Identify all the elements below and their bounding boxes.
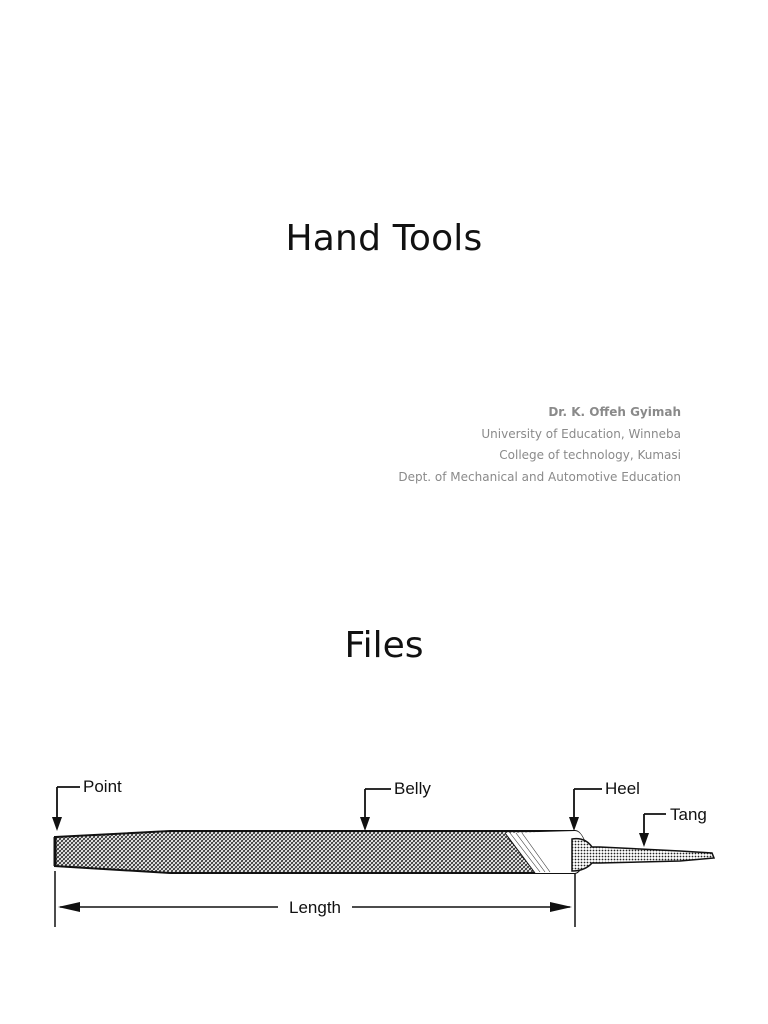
author-affiliation-1: University of Education, Winneba [481,426,681,441]
file-parts-diagram: Point Belly Heel Tang [52,777,716,927]
author-name: Dr. K. Offeh Gyimah [548,405,681,419]
heel-callout: Heel [569,779,640,831]
file-blade [53,830,590,874]
label-heel: Heel [605,779,640,798]
length-dimension: Length [54,871,576,927]
file-tang [571,837,716,872]
belly-callout: Belly [360,779,431,831]
point-callout: Point [52,777,122,831]
slide-files-heading: Files [344,625,424,666]
label-belly: Belly [394,779,431,798]
author-block: Dr. K. Offeh Gyimah University of Educat… [398,402,681,488]
label-point: Point [83,777,122,796]
slide-title-heading: Hand Tools [285,218,483,259]
label-tang: Tang [670,805,707,824]
slide-title: Hand Tools Dr. K. Offeh Gyimah Universit… [285,218,681,488]
author-affiliation-2: College of technology, Kumasi [499,448,681,462]
label-length: Length [289,898,341,917]
author-affiliation-3: Dept. of Mechanical and Automotive Educa… [398,469,681,484]
slide-files: Files [0,512,768,1024]
tang-callout: Tang [639,805,707,847]
